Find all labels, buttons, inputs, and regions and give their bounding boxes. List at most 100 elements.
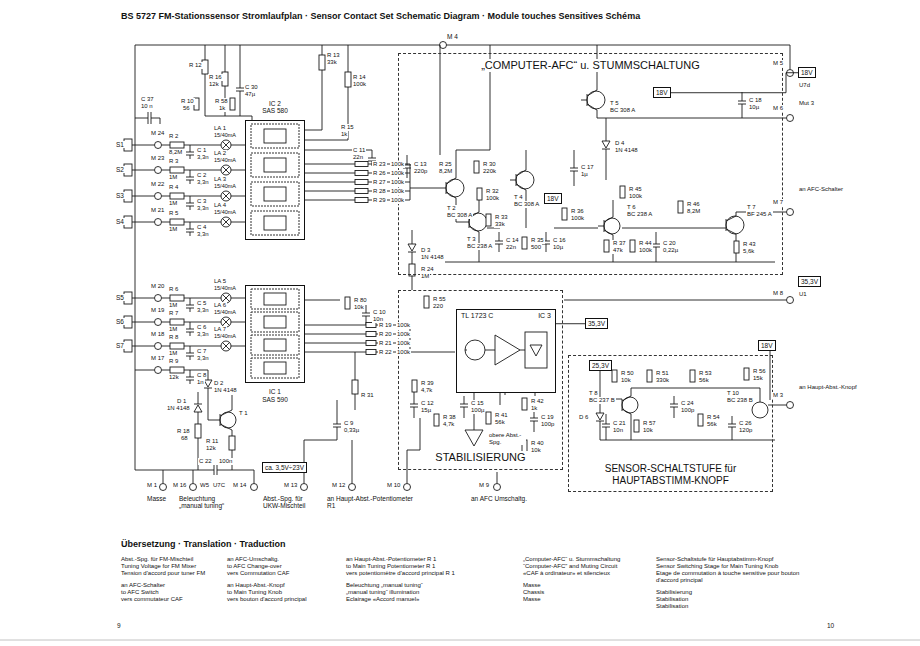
terminal-label: M 14 — [232, 482, 247, 489]
annotation-text: BF 245 A — [746, 211, 773, 218]
component-symbol — [264, 316, 286, 328]
annotation-text: 1M — [168, 350, 178, 357]
wire-path — [495, 232, 503, 252]
resistor-label: R 33 — [494, 214, 509, 221]
translation-text: Masse — [522, 596, 542, 603]
resistor-label: R 22 — [378, 349, 393, 356]
annotation-text: 15/40mA — [213, 285, 237, 291]
ic-name: IC 1 — [269, 388, 281, 395]
ic-outline — [245, 120, 305, 240]
wire-path — [333, 400, 341, 440]
resistor-label: R 26 — [372, 170, 387, 177]
component-symbol — [319, 55, 325, 70]
annotation-text: 1M — [168, 226, 178, 233]
component-symbol — [170, 219, 184, 225]
terminal-pin — [221, 217, 231, 227]
annotation-text: 15/40mA — [213, 132, 237, 138]
translation-text: Sensor Switching Stage for Main Tuning K… — [655, 563, 807, 570]
capacitor-label: C 9 — [343, 420, 354, 427]
wire-path — [132, 219, 245, 237]
capacitor-label: C 16 — [552, 237, 567, 244]
terminal-label: M 8 — [772, 290, 784, 297]
terminal-pin — [155, 193, 162, 200]
translation-text: Tension d'accord pour tuner FM — [120, 570, 206, 577]
voltage-text: 18V — [761, 342, 773, 349]
annotation-text: 1N 4148 — [213, 387, 238, 394]
terminal-pin — [494, 484, 501, 491]
wire-group — [0, 42, 920, 641]
diode-label: D 2 — [213, 380, 224, 387]
terminal-pin — [155, 367, 162, 374]
terminal-label: M 6 — [772, 105, 784, 112]
section-heading: „COMPUTER-AFC“ u. STUMMSCHALTUNG — [478, 59, 703, 72]
component-symbol — [170, 167, 184, 173]
annotation-text: 10 n — [140, 103, 154, 110]
annotation-text: Beleuchtung „manual tuning“ — [178, 495, 240, 509]
annotation-text: 500 — [530, 244, 542, 251]
annotation-text: 10µ — [552, 244, 564, 251]
annotation-text: 15/40mA — [213, 157, 237, 163]
component-symbol — [366, 323, 376, 328]
annotation-text: 3,3n — [196, 205, 210, 212]
translation-text: 9 — [116, 622, 122, 629]
capacitor-label: C 24 — [680, 400, 695, 407]
annotation-text: 1M — [168, 200, 178, 207]
wire-path — [0, 640, 920, 641]
diode-label: D 1 — [176, 398, 187, 405]
component-symbol — [264, 293, 286, 305]
component-symbol — [678, 201, 683, 213]
sensor-label: S3 — [115, 192, 125, 199]
capacitor-label: C 7 — [196, 348, 207, 355]
section-heading: SENSOR-SCHALTSTUFE für HAUPTABSTIMM-KNOP… — [583, 463, 759, 486]
voltage-tag: 18V — [758, 340, 776, 351]
annotation-text: 1N 4148 — [614, 147, 639, 154]
component-symbol — [124, 316, 132, 328]
terminal-label: M 10 — [386, 482, 401, 489]
annotation-text: 100k — [638, 247, 653, 254]
wire-path — [410, 392, 418, 418]
annotation-text: 3,3n — [196, 331, 210, 338]
translation-text: to Main Tuning Knob — [226, 589, 283, 596]
component-symbol — [366, 332, 376, 337]
component-symbol — [352, 380, 358, 394]
annotation-text: 100k — [390, 188, 405, 195]
component-symbol — [698, 414, 703, 426]
voltage-tag: 25,3V — [589, 360, 612, 371]
terminal-pin — [190, 484, 197, 491]
lamp-label: LA 1 — [213, 125, 227, 132]
resistor-label: R 50 — [620, 370, 635, 377]
resistor-label: R 8 — [168, 334, 179, 341]
annotation-text: 1N 4148 — [166, 405, 191, 412]
translation-text: vers commutateur CAF — [120, 596, 184, 603]
annotation-text: 1k — [530, 405, 538, 412]
wire-path — [408, 230, 416, 290]
terminal-pin — [221, 165, 231, 175]
terminal-pin — [155, 295, 162, 302]
wire-path — [132, 343, 245, 361]
annotation-text: an Haupt-Abst.-Knopf — [798, 384, 858, 391]
annotation-text: 100k — [396, 322, 411, 329]
resistor-label: R 2 — [168, 133, 179, 140]
translation-text: to AFC Change-over — [226, 563, 283, 570]
terminal-pin — [726, 216, 744, 234]
terminal-label: M 16 — [172, 482, 187, 489]
resistor-label: R 28 — [372, 188, 387, 195]
resistor-label: R 18 — [176, 428, 191, 435]
annotation-text: 0,33µ — [343, 427, 360, 434]
resistor-label: R 12 — [188, 62, 203, 69]
annotation-text: 12k — [205, 445, 217, 452]
voltage-tag: 18V — [653, 87, 671, 98]
integrated-circuit: IC 2SAS 580 — [245, 100, 305, 240]
voltage-text: 35,3V — [588, 320, 605, 327]
component-symbol — [474, 161, 479, 173]
translation-text: „manual tuning“ illumination — [345, 589, 420, 596]
resistor-label: R 16 — [208, 74, 223, 81]
terminal-pin — [221, 191, 231, 201]
terminal-pin — [221, 140, 231, 150]
annotation-text: 8,2M — [168, 149, 183, 156]
annotation-text: 120p — [738, 427, 753, 434]
translation-text: vers bouton d'accord principal — [226, 596, 308, 603]
annotation-text: 12k — [168, 374, 180, 381]
component-symbol — [620, 186, 625, 198]
terminal-pin — [787, 297, 794, 304]
